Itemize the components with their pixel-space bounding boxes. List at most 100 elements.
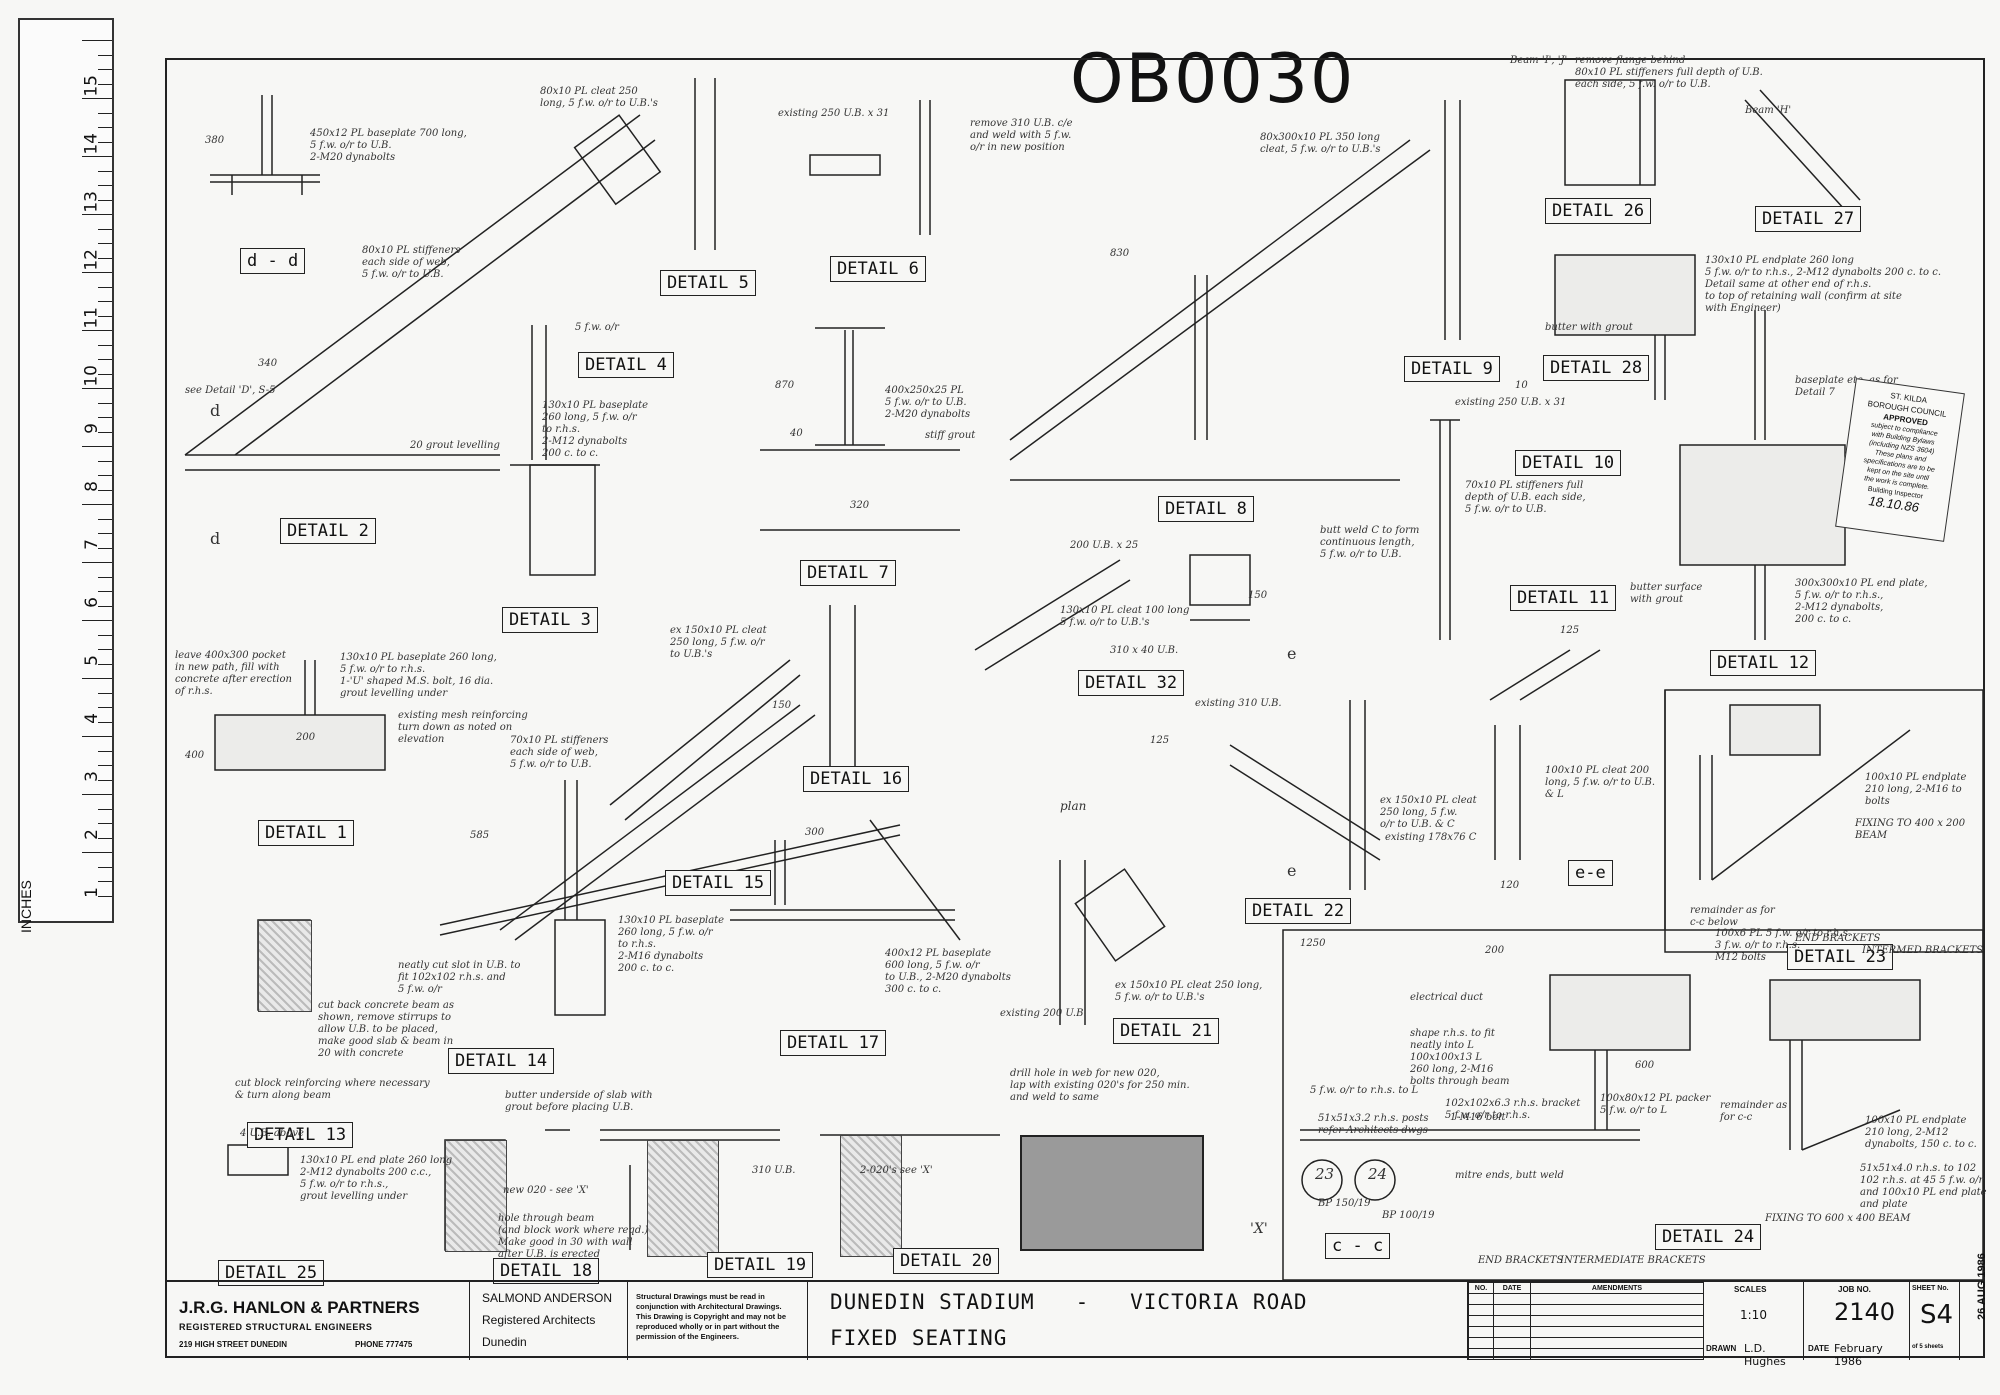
hatched-beam-d20 <box>840 1135 902 1257</box>
note-baseplate-dd: 450x12 PL baseplate 700 long, 5 f.w. o/r… <box>310 128 467 163</box>
ruler-tick <box>98 315 112 317</box>
ruler-tick <box>82 794 112 795</box>
note-existing-250: existing 250 U.B. x 31 <box>1455 397 1567 408</box>
firm-subtitle: REGISTERED STRUCTURAL ENGINEERS <box>179 1322 373 1332</box>
project-title-line-2: FIXED SEATING <box>830 1326 1008 1350</box>
note-intermed-brackets: INTERMED BRACKETS <box>1862 945 1983 956</box>
note-m16-bolt: 1-M16 bolt <box>1450 1112 1506 1123</box>
note-baseplate-d1: 130x10 PL baseplate 260 long, 5 f.w. o/r… <box>340 652 497 699</box>
note-x-label: 'X' <box>1250 1221 1268 1237</box>
label-detail-8: DETAIL 8 <box>1158 496 1254 522</box>
label-detail-14: DETAIL 14 <box>448 1048 555 1074</box>
amend-col-no: NO. <box>1468 1282 1494 1294</box>
ruler-tick <box>98 765 112 766</box>
hatched-beam-d19 <box>647 1140 719 1257</box>
note-hole-beam: hole through beam (and block work where … <box>498 1213 649 1260</box>
label-detail-32: DETAIL 32 <box>1078 670 1185 696</box>
ruler-tick <box>98 721 112 723</box>
section-mark-d-upper: d <box>210 401 221 420</box>
dim-125: 125 <box>1150 735 1170 746</box>
dim-1250: 1250 <box>1300 938 1326 949</box>
note-butter-slab: butter underside of slab with grout befo… <box>505 1090 653 1113</box>
ruler-tick <box>98 286 112 288</box>
amendments-table: NO. DATE AMENDMENTS <box>1468 1282 1704 1360</box>
job-label: JOB NO. <box>1838 1285 1871 1294</box>
note-bracket-beam: 100x10 PL endplate 210 long, 2-M16 to bo… <box>1865 772 1967 807</box>
dim-150b: 150 <box>1248 590 1268 601</box>
label-detail-9: DETAIL 9 <box>1404 356 1500 382</box>
ruler-tick <box>98 895 112 897</box>
label-detail-11: DETAIL 11 <box>1510 585 1617 611</box>
note-new-020: new 020 - see 'X' <box>503 1185 589 1196</box>
ruler-tick <box>82 562 112 563</box>
ruler-tick <box>82 98 112 99</box>
note-electrical-duct: electrical duct <box>1410 992 1484 1003</box>
ruler-tick <box>98 634 112 636</box>
ruler-tick <box>82 156 112 157</box>
ruler-tick <box>98 359 112 360</box>
label-detail-6: DETAIL 6 <box>830 256 926 282</box>
label-detail-16: DETAIL 16 <box>803 766 910 792</box>
date-label: DATE <box>1808 1344 1830 1353</box>
dim-380: 380 <box>205 135 225 146</box>
note-plate-d25: 130x10 PL end plate 260 long 2-M12 dynab… <box>300 1155 453 1202</box>
note-bars-d19: 2-020's see 'X' <box>860 1165 933 1176</box>
ruler-tick <box>98 881 112 882</box>
ruler-tick <box>98 489 112 491</box>
dim-830: 830 <box>1110 248 1130 259</box>
note-num-24: 24 <box>1368 1165 1388 1183</box>
ruler-tick <box>98 141 112 143</box>
note-stiffeners-d10: 70x10 PL stiffeners full depth of U.B. e… <box>1465 480 1586 515</box>
note-endplate-d24: 100x10 PL endplate 210 long, 2-M12 dynab… <box>1865 1115 1977 1150</box>
note-d32-cleat: 130x10 PL cleat 100 long 5 f.w. o/r to U… <box>1060 605 1190 628</box>
label-detail-26: DETAIL 26 <box>1545 198 1652 224</box>
ruler-tick <box>82 330 112 331</box>
label-detail-5: DETAIL 5 <box>660 270 756 296</box>
amend-col-amendments: AMENDMENTS <box>1530 1282 1704 1294</box>
label-section-c-c: c - c <box>1325 1233 1391 1259</box>
project-cell: DUNEDIN STADIUM - VICTORIA ROAD FIXED SE… <box>808 1282 1468 1360</box>
dim-600: 600 <box>1635 1060 1655 1071</box>
note-existing-d5: existing 250 U.B. x 31 <box>778 108 890 119</box>
ruler-tick <box>98 518 112 520</box>
ruler-tick <box>98 750 112 752</box>
sheet-of: of 5 sheets <box>1912 1344 1944 1350</box>
label-detail-28: DETAIL 28 <box>1543 355 1650 381</box>
note-butter-grout: butter with grout <box>1545 322 1633 333</box>
section-mark-d-lower: d <box>210 529 221 548</box>
note-stiffeners-dd: 80x10 PL stiffeners each side of web, 5 … <box>362 245 461 280</box>
drawn-value: L.D. Hughes <box>1744 1342 1786 1368</box>
dim-300: 300 <box>805 827 825 838</box>
ruler-tick <box>98 866 112 868</box>
note-see-detail: see Detail 'D', S-5 <box>185 385 276 396</box>
note-remove-flange: remove flange behind 80x10 PL stiffeners… <box>1575 55 1763 90</box>
section-mark-e-lower: e <box>1287 861 1297 880</box>
ruler-tick <box>82 620 112 621</box>
dark-section-x <box>1020 1135 1204 1251</box>
sheet-value: S4 <box>1920 1300 1954 1330</box>
note-shape-rhs: shape r.h.s. to fit neatly into L <box>1410 1028 1495 1051</box>
job-value: 2140 <box>1834 1298 1896 1326</box>
label-detail-1: DETAIL 1 <box>258 820 354 846</box>
ruler-tick <box>98 69 112 70</box>
architect-name: SALMOND ANDERSON <box>482 1291 613 1305</box>
ruler-tick <box>98 591 112 592</box>
dim-200b: 200 <box>1485 945 1505 956</box>
dim-40: 40 <box>790 428 803 439</box>
note-existing-310: existing 310 U.B. <box>1195 698 1282 709</box>
note-baseplate-d7: 400x250x25 PL 5 f.w. o/r to U.B. 2-M20 d… <box>885 385 971 420</box>
ruler-tick <box>98 373 112 375</box>
label-detail-4: DETAIL 4 <box>578 352 674 378</box>
label-detail-12: DETAIL 12 <box>1710 650 1817 676</box>
ruler-tick <box>98 185 112 186</box>
ruler-tick <box>98 112 112 114</box>
note-cleats-d23: 100x6 PL 5 f.w. o/r to r.h.s. 3 f.w. o/r… <box>1715 928 1851 963</box>
ruler-tick <box>82 504 112 505</box>
architect-cell: SALMOND ANDERSON Registered Architects D… <box>470 1282 628 1360</box>
ruler-tick <box>98 475 112 476</box>
note-cleat-d21: ex 150x10 PL cleat 250 long, 5 f.w. o/r … <box>1115 980 1263 1003</box>
ruler-tick <box>82 40 112 41</box>
ruler-tick <box>98 823 112 824</box>
